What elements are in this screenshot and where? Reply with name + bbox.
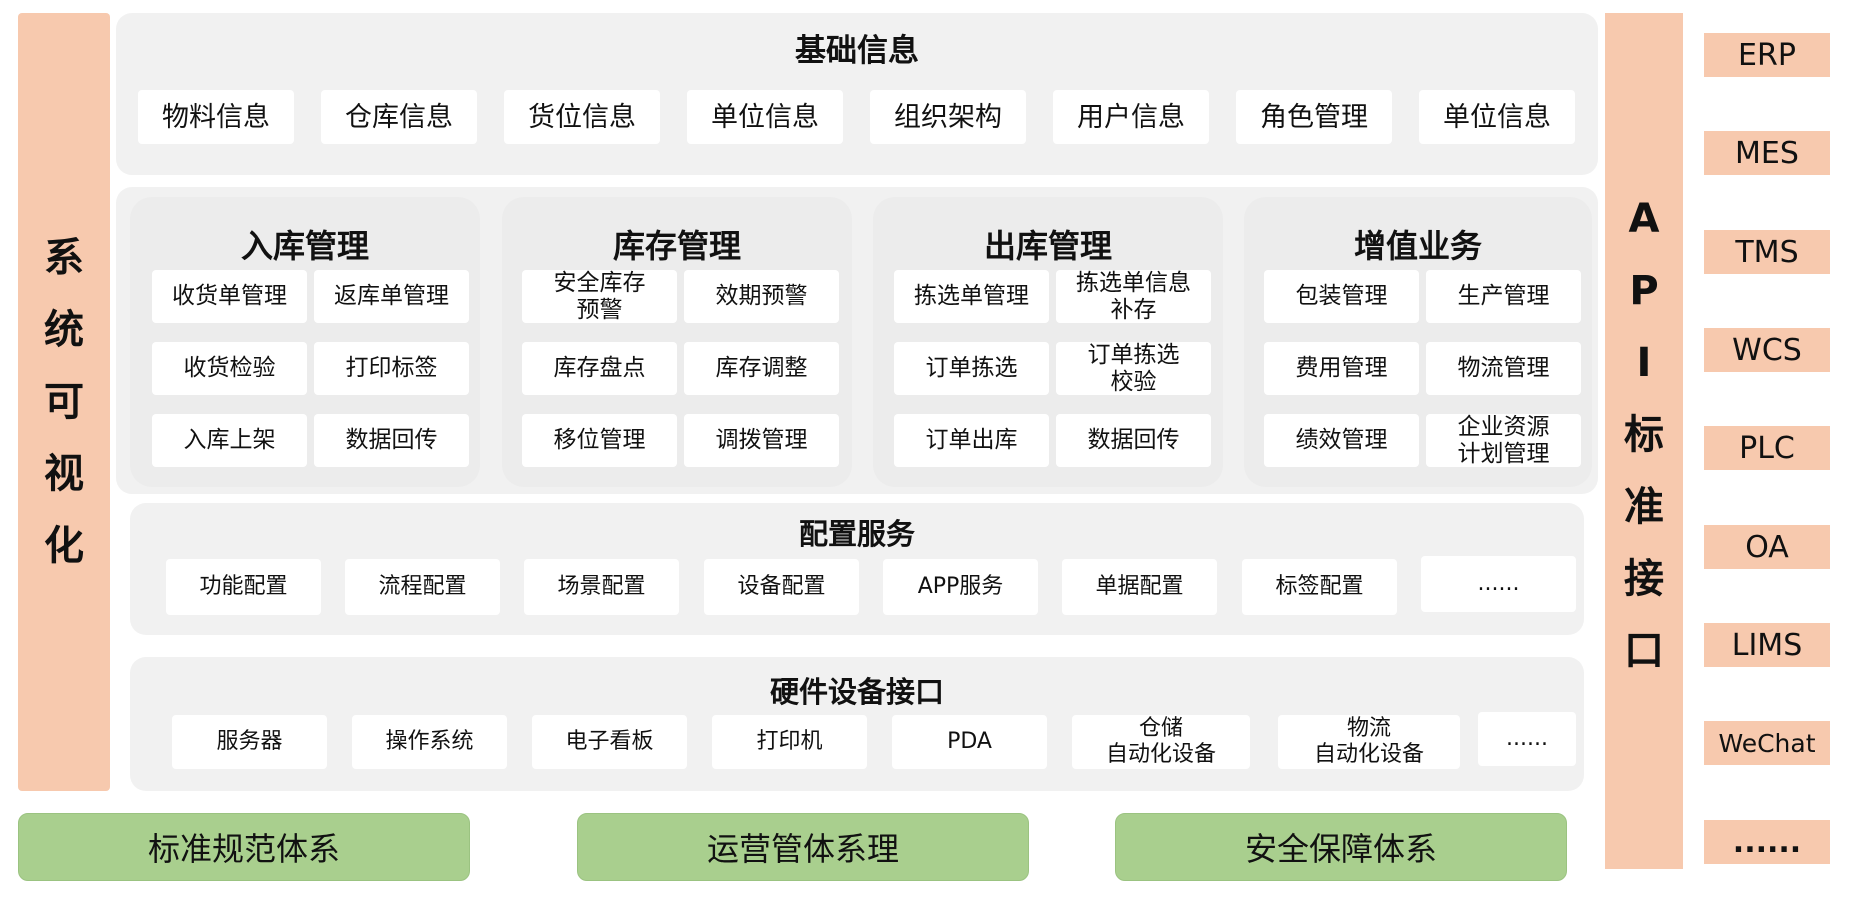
module-item: 拣选单信息 补存 [1056,270,1211,323]
module-title: 库存管理 [612,227,741,265]
basic-info-panel: 基础信息 物料信息 仓库信息 货位信息 单位信息 组织架构 用户信息 角色管理 … [116,13,1598,175]
config-title: 配置服务 [798,517,915,551]
api-bar: A P I 标 准 接 口 [1605,13,1683,869]
label-char: 视 [44,451,84,497]
config-item: ...... [1421,556,1576,612]
config-panel: 配置服务 功能配置 流程配置 场景配置 设备配置 APP服务 单据配置 标签配置… [130,503,1584,635]
basic-info-item: 货位信息 [504,90,660,144]
footer-operations: 运营管体系理 [577,813,1029,881]
module-item: 数据回传 [314,414,469,467]
external-system: MES [1704,131,1830,175]
label-char: I [1636,340,1652,386]
label-char: 化 [44,523,84,569]
external-system: PLC [1704,426,1830,470]
label-char: 系 [44,235,84,281]
module-title: 入库管理 [240,227,369,265]
hardware-item: 服务器 [172,715,327,769]
api-label: A P I 标 准 接 口 [1605,183,1683,723]
hardware-title: 硬件设备接口 [769,675,944,709]
basic-info-item: 单位信息 [1419,90,1575,144]
module-title: 出库管理 [983,227,1112,265]
module-item: 企业资源 计划管理 [1426,414,1581,467]
module-inbound: 入库管理 收货单管理 返库单管理 收货检验 打印标签 入库上架 数据回传 [130,197,480,487]
footer-standards: 标准规范体系 [18,813,470,881]
external-system: OA [1704,525,1830,569]
external-system: WeChat [1704,721,1830,765]
visualization-bar: 系 统 可 视 化 [18,13,110,791]
external-system: ...... [1704,820,1830,864]
label-char: 统 [44,307,84,353]
config-item: 流程配置 [345,559,500,615]
module-item: 费用管理 [1264,342,1419,395]
label-char: 标 [1624,412,1664,458]
module-item: 安全库存 预警 [522,270,677,323]
label-char: P [1629,268,1659,314]
basic-info-item: 角色管理 [1236,90,1392,144]
module-item: 收货单管理 [152,270,307,323]
module-item: 移位管理 [522,414,677,467]
module-item: 库存盘点 [522,342,677,395]
config-item: 场景配置 [524,559,679,615]
module-item: 返库单管理 [314,270,469,323]
module-item: 订单拣选 校验 [1056,342,1211,395]
module-item: 绩效管理 [1264,414,1419,467]
module-item: 数据回传 [1056,414,1211,467]
module-item: 生产管理 [1426,270,1581,323]
external-system: ERP [1704,33,1830,77]
module-item: 物流管理 [1426,342,1581,395]
basic-info-title: 基础信息 [795,33,919,69]
config-item: 标签配置 [1242,559,1397,615]
module-item: 收货检验 [152,342,307,395]
basic-info-item: 仓库信息 [321,90,477,144]
hardware-panel: 硬件设备接口 服务器 操作系统 电子看板 打印机 PDA 仓储 自动化设备 物流… [130,657,1584,791]
external-system: WCS [1704,328,1830,372]
config-item: 设备配置 [704,559,859,615]
label-char: 口 [1624,628,1664,674]
hardware-item: PDA [892,715,1047,769]
module-item: 入库上架 [152,414,307,467]
visualization-label: 系 统 可 视 化 [18,13,110,791]
label-char: 接 [1624,556,1664,602]
hardware-item: 电子看板 [532,715,687,769]
module-item: 包装管理 [1264,270,1419,323]
basic-info-item: 单位信息 [687,90,843,144]
hardware-item: 打印机 [712,715,867,769]
basic-info-item: 用户信息 [1053,90,1209,144]
config-item: 单据配置 [1062,559,1217,615]
label-char: 准 [1624,484,1664,530]
module-outbound: 出库管理 拣选单管理 拣选单信息 补存 订单拣选 订单拣选 校验 订单出库 数据… [873,197,1223,487]
module-title: 增值业务 [1353,227,1482,265]
config-item: APP服务 [883,559,1038,615]
module-item: 打印标签 [314,342,469,395]
basic-info-item: 物料信息 [138,90,294,144]
module-item: 拣选单管理 [894,270,1049,323]
hardware-item: 物流 自动化设备 [1278,715,1460,769]
hardware-item: 仓储 自动化设备 [1072,715,1250,769]
hardware-item: 操作系统 [352,715,507,769]
config-item: 功能配置 [166,559,321,615]
module-item: 订单拣选 [894,342,1049,395]
module-item: 效期预警 [684,270,839,323]
basic-info-item: 组织架构 [870,90,1026,144]
label-char: A [1628,196,1660,242]
module-item: 调拨管理 [684,414,839,467]
label-char: 可 [44,379,84,425]
footer-security: 安全保障体系 [1115,813,1567,881]
module-item: 订单出库 [894,414,1049,467]
module-item: 库存调整 [684,342,839,395]
module-value-added: 增值业务 包装管理 生产管理 费用管理 物流管理 绩效管理 企业资源 计划管理 [1244,197,1592,487]
external-system: TMS [1704,230,1830,274]
hardware-item: ...... [1478,712,1576,766]
external-system: LIMS [1704,623,1830,667]
module-inventory: 库存管理 安全库存 预警 效期预警 库存盘点 库存调整 移位管理 调拨管理 [502,197,852,487]
